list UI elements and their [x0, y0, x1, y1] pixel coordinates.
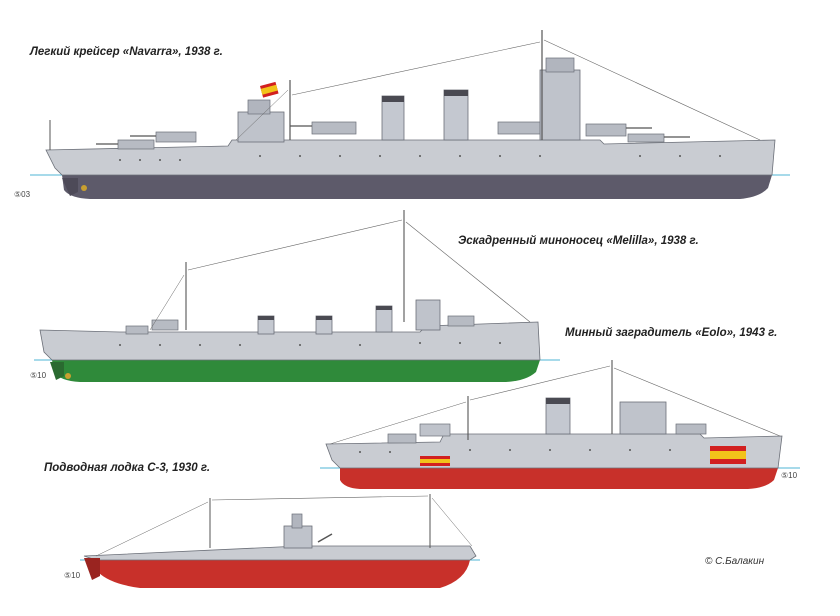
cruiser-aerial [291, 41, 541, 96]
cruiser-aft-superstructure [237, 111, 285, 143]
submarine-lower-hull [96, 560, 470, 588]
cruiser-funnel-2 [443, 89, 469, 141]
minelayer-aft-superstructure [419, 423, 451, 437]
cruiser-draft-mark: ⑤03 [14, 190, 31, 199]
cruiser-portholes [119, 155, 721, 161]
destroyer-aft-gun-1 [125, 325, 149, 335]
cruiser-caption: Легкий крейсер «Navarra», 1938 г. [30, 46, 223, 58]
minelayer-fore-gun [675, 423, 707, 435]
minelayer-aft-gun [387, 433, 417, 444]
cruiser-aft-turret-2 [155, 131, 197, 143]
copyright-label: © С.Балакин [705, 556, 765, 567]
minelayer-hull-flag-fore [710, 446, 746, 464]
cruiser-mid-turret-1 [311, 121, 357, 135]
destroyer-caption: Эскадренный миноносец «Melilla», 1938 г. [458, 235, 699, 247]
submarine-draft-mark: ⑤10 [64, 571, 81, 580]
submarine-deck-gun [317, 533, 333, 543]
cruiser-flag [260, 81, 279, 98]
destroyer-bridge [415, 299, 441, 331]
minelayer-bridge [619, 401, 667, 435]
destroyer-aft-gun-2 [151, 319, 179, 331]
minelayer-draft-mark: ⑤10 [781, 471, 798, 480]
minelayer-caption: Минный заградитель «Eolo», 1943 г. [565, 327, 778, 339]
submarine-caption: Подводная лодка С-3, 1930 г. [44, 462, 211, 474]
submarine-conning-tower [283, 525, 313, 549]
destroyer-draft-mark: ⑤10 [30, 371, 47, 380]
cruiser-fore-turret-2 [627, 133, 665, 143]
cruiser-upper-hull [45, 139, 776, 176]
cruiser-fore-turret-1 [585, 123, 627, 137]
cruiser-lower-hull [62, 175, 772, 199]
submarine-upper-hull [83, 545, 477, 561]
destroyer-fore-gun [447, 315, 475, 327]
destroyer-upper-hull [39, 321, 541, 361]
minelayer-hull-flag-aft [420, 456, 450, 466]
destroyer-lower-hull [52, 360, 540, 382]
minelayer-lower-hull [340, 468, 778, 489]
